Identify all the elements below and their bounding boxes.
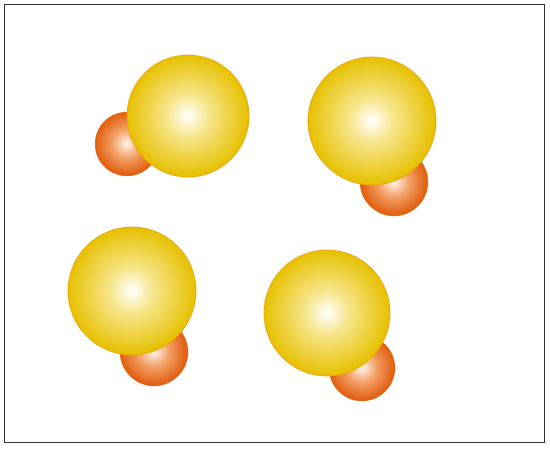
molecule-4 [263,249,396,402]
yellow-sphere [126,54,250,178]
image-frame [4,4,545,443]
molecule-3 [67,226,197,387]
yellow-sphere [263,249,391,377]
molecule-2 [307,56,437,217]
yellow-sphere [67,226,197,356]
molecule-1 [94,54,250,178]
yellow-sphere [307,56,437,186]
